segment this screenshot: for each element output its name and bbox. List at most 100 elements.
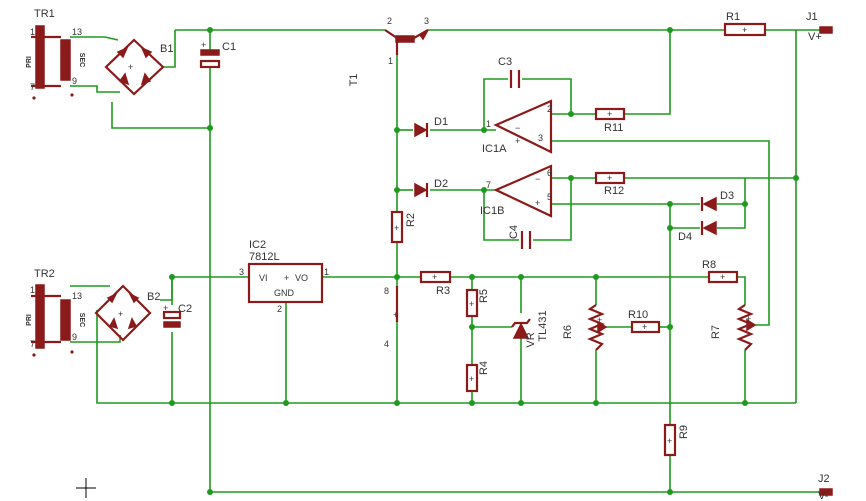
- ic2-gnd-label: GND: [274, 288, 295, 298]
- transformer-tr1[interactable]: PRI SEC 1 7 13 9 TR1: [26, 8, 85, 100]
- svg-text:+: +: [742, 25, 747, 35]
- diode-d4[interactable]: D4: [678, 220, 717, 243]
- c2-label: C2: [178, 303, 192, 315]
- ic2-type-label: 7812L: [249, 251, 280, 263]
- r10-label: R10: [628, 309, 648, 321]
- r3-label: R3: [436, 285, 450, 297]
- svg-text:+: +: [432, 272, 437, 282]
- d3-label: D3: [720, 190, 734, 202]
- potentiometer-r7[interactable]: + R7: [710, 304, 757, 351]
- svg-text:+: +: [515, 136, 520, 146]
- resistor-r4[interactable]: + R4: [465, 361, 490, 393]
- ic1b-pin-6: 6: [547, 168, 552, 178]
- svg-text:+: +: [597, 315, 602, 325]
- svg-text:−: −: [515, 123, 520, 133]
- r1-label: R1: [726, 11, 740, 23]
- r2-label: R2: [405, 213, 417, 227]
- resistor-r8[interactable]: + R8: [702, 259, 739, 284]
- resistor-r9[interactable]: + R9: [663, 423, 690, 457]
- resistor-r3[interactable]: + R3: [419, 270, 452, 297]
- regulator-ic2[interactable]: VI + VO GND 3 1 2 IC2 7812L: [239, 239, 329, 314]
- ic2-pin-1: 1: [324, 267, 329, 277]
- potentiometer-r6[interactable]: + R6: [562, 304, 608, 351]
- tr1-sec-label: SEC: [78, 53, 85, 67]
- r4-label: R4: [478, 361, 490, 375]
- capacitor-c4[interactable]: C4: [508, 225, 532, 249]
- bridge-b1[interactable]: + B1: [104, 38, 173, 96]
- svg-text:+: +: [469, 374, 474, 384]
- tr1-pin-7: 7: [30, 82, 35, 92]
- capacitor-c2[interactable]: + C2: [162, 303, 192, 328]
- svg-text:+: +: [607, 109, 612, 119]
- connector-j2[interactable]: J2 V-: [818, 473, 833, 501]
- transistor-t1[interactable]: 2 3 1 T1: [348, 16, 429, 86]
- r6-label: R6: [562, 325, 574, 339]
- svg-text:+: +: [746, 314, 751, 324]
- junctions: [169, 27, 799, 495]
- r9-label: R9: [678, 425, 690, 439]
- resistor-r5[interactable]: + R5: [465, 288, 490, 318]
- r7-label: R7: [710, 325, 722, 339]
- connector-j1[interactable]: J1 V+: [806, 11, 833, 43]
- cross-cursor-icon: [76, 478, 96, 498]
- tr1-label: TR1: [34, 8, 55, 20]
- resistor-r11[interactable]: + R11: [594, 107, 626, 134]
- svg-text:+: +: [394, 223, 399, 233]
- ic1a-label: IC1A: [482, 143, 507, 155]
- transformer-tr2[interactable]: PRI SEC 1 7 13 9 TR2: [26, 268, 85, 357]
- diode-d1[interactable]: D1: [414, 116, 448, 138]
- capacitor-c3[interactable]: C3: [498, 56, 521, 88]
- svg-text:+: +: [201, 40, 206, 50]
- t1-pin-3: 3: [424, 16, 429, 26]
- svg-text:+: +: [535, 198, 540, 208]
- ic1a-pin-1: 1: [486, 119, 491, 129]
- tr1-pri-label: PRI: [26, 56, 33, 68]
- t1-pin-2: 2: [387, 16, 392, 26]
- bridge-b2[interactable]: + B2: [94, 284, 160, 342]
- tr2-pin-9: 9: [72, 332, 77, 342]
- r11-label: R11: [604, 122, 623, 134]
- svg-text:+: +: [393, 310, 398, 320]
- ic1b-pin-5: 5: [547, 192, 552, 202]
- t1-label: T1: [348, 74, 360, 87]
- svg-text:−: −: [535, 174, 540, 184]
- r8-label: R8: [702, 259, 716, 271]
- ic2-label: IC2: [249, 239, 266, 251]
- j2-label: J2: [818, 473, 830, 485]
- ic1b-pin-7: 7: [486, 180, 491, 190]
- tr2-pin-7: 7: [30, 339, 35, 349]
- svg-text:+: +: [720, 272, 725, 282]
- b1-label: B1: [160, 43, 173, 55]
- opamp-ic1a[interactable]: − + 1 2 3 IC1A: [482, 99, 553, 155]
- resistor-r12[interactable]: + R12: [594, 171, 626, 197]
- c3-label: C3: [498, 56, 512, 68]
- c1-label: C1: [222, 41, 236, 53]
- resistor-r10[interactable]: + R10: [628, 309, 661, 334]
- d2-label: D2: [434, 178, 448, 190]
- svg-text:+: +: [642, 322, 647, 332]
- r12-label: R12: [604, 185, 624, 197]
- power-pin-4: 4: [384, 339, 389, 349]
- capacitor-c1[interactable]: + C1: [199, 40, 236, 69]
- svg-text:+: +: [667, 436, 672, 446]
- svg-text:+: +: [284, 273, 289, 283]
- tr2-pin-1: 1: [30, 285, 35, 295]
- tr2-pin-13: 13: [72, 291, 82, 301]
- opamp-ic1b[interactable]: − + 7 6 5 IC1B: [480, 164, 553, 218]
- b2-label: B2: [147, 291, 160, 303]
- r5-label: R5: [478, 289, 490, 303]
- resistor-r2[interactable]: + R2: [390, 210, 417, 244]
- opamp-power-pins: 8 + 4: [384, 286, 398, 349]
- ic1b-label: IC1B: [480, 205, 504, 217]
- ic1a-pin-2: 2: [547, 104, 552, 114]
- svg-text:+: +: [118, 309, 123, 319]
- j1-vplus-label: V+: [808, 31, 822, 43]
- diode-d3[interactable]: D3: [700, 190, 734, 212]
- diode-d2[interactable]: D2: [414, 178, 448, 198]
- resistor-r1[interactable]: + R1: [723, 11, 767, 37]
- shunt-regulator-tl431[interactable]: TL431 VR: [511, 310, 549, 348]
- tr1-pin-13: 13: [72, 27, 82, 37]
- ic2-pin-3: 3: [239, 267, 244, 277]
- svg-text:+: +: [469, 299, 474, 309]
